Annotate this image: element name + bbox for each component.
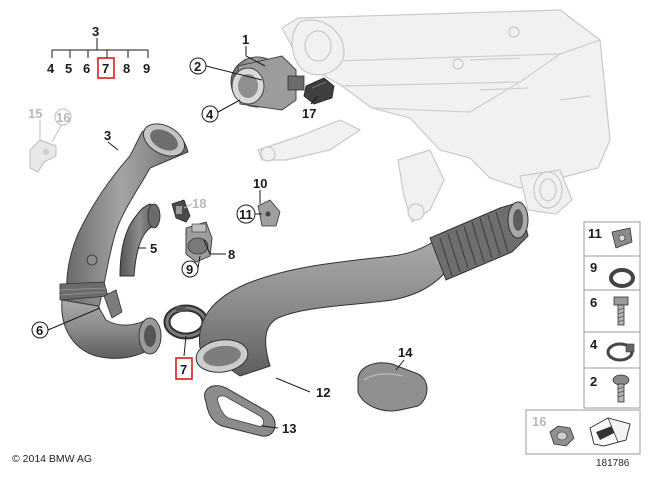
legend-item-16[interactable]: 16 <box>532 414 575 447</box>
screw-icon <box>613 296 629 326</box>
nut-icon <box>549 425 575 447</box>
torx-screw-icon <box>612 374 630 403</box>
connector-part[interactable] <box>303 77 335 105</box>
label-8-group: 8 <box>123 61 130 76</box>
copyright-text: © 2014 BMW AG <box>12 453 92 465</box>
parts-legend: 11 9 6 4 <box>525 221 641 455</box>
label-6: 6 <box>36 323 43 338</box>
label-3: 3 <box>104 128 111 143</box>
valve-part[interactable] <box>185 221 213 263</box>
label-2: 2 <box>194 59 201 74</box>
highlight-box-7-top <box>97 57 115 79</box>
label-5-group: 5 <box>65 61 72 76</box>
legend-label-16: 16 <box>532 414 546 429</box>
label-17: 17 <box>302 106 316 121</box>
label-6-group: 6 <box>83 61 90 76</box>
label-10: 10 <box>253 176 267 191</box>
label-16: 16 <box>56 110 70 125</box>
legend-item-11[interactable]: 11 <box>588 226 633 249</box>
legend-label-2: 2 <box>590 374 597 389</box>
legend-label-11: 11 <box>588 226 602 241</box>
clip-nut-icon <box>611 227 633 249</box>
leader-lines <box>39 38 405 429</box>
label-14: 14 <box>398 345 413 360</box>
legend-panel <box>583 221 641 409</box>
legend-label-9: 9 <box>590 260 597 275</box>
highlight-box-7-bottom <box>175 357 193 380</box>
label-9: 9 <box>186 262 193 277</box>
intake-pipe-part[interactable] <box>59 117 190 359</box>
legend-label-6: 6 <box>590 295 597 310</box>
o-ring-icon <box>609 268 635 288</box>
label-4: 4 <box>206 107 214 122</box>
clamp-ring-part[interactable] <box>163 304 209 340</box>
label-7-group: 7 <box>102 61 109 76</box>
label-7: 7 <box>180 362 187 377</box>
arrow-icon <box>589 417 631 447</box>
cover-part[interactable] <box>357 362 428 412</box>
air-mass-sensor-part[interactable] <box>230 55 305 111</box>
label-15: 15 <box>28 106 42 121</box>
bracket-part[interactable] <box>171 199 191 223</box>
hose-clamp-icon <box>606 342 635 362</box>
small-hose-part[interactable] <box>119 203 161 277</box>
label-11: 11 <box>239 207 253 222</box>
label-13: 13 <box>282 421 296 436</box>
label-8: 8 <box>228 247 235 262</box>
small-bracket-part[interactable] <box>257 199 281 227</box>
label-1: 1 <box>242 32 249 47</box>
callout-labels: 3 4 5 6 7 8 9 1 2 4 17 15 16 3 10 11 18 … <box>28 24 413 436</box>
legend-item-6[interactable]: 6 <box>590 295 629 326</box>
intake-manifold-ghost <box>257 9 611 223</box>
gasket-frame-part[interactable] <box>204 385 276 437</box>
legend-item-2[interactable]: 2 <box>590 374 630 403</box>
label-5: 5 <box>150 241 157 256</box>
legend-item-4[interactable]: 4 <box>590 337 635 362</box>
air-duct-part[interactable] <box>194 201 529 377</box>
holder-ghost <box>29 139 57 173</box>
label-3-group: 3 <box>92 24 99 39</box>
label-12: 12 <box>316 385 330 400</box>
label-4-group: 4 <box>47 61 55 76</box>
diagram-number: 181786 <box>596 458 630 469</box>
legend-label-4: 4 <box>590 337 598 352</box>
label-9-group: 9 <box>143 61 150 76</box>
legend-item-9[interactable]: 9 <box>590 260 635 288</box>
label-18: 18 <box>192 196 206 211</box>
